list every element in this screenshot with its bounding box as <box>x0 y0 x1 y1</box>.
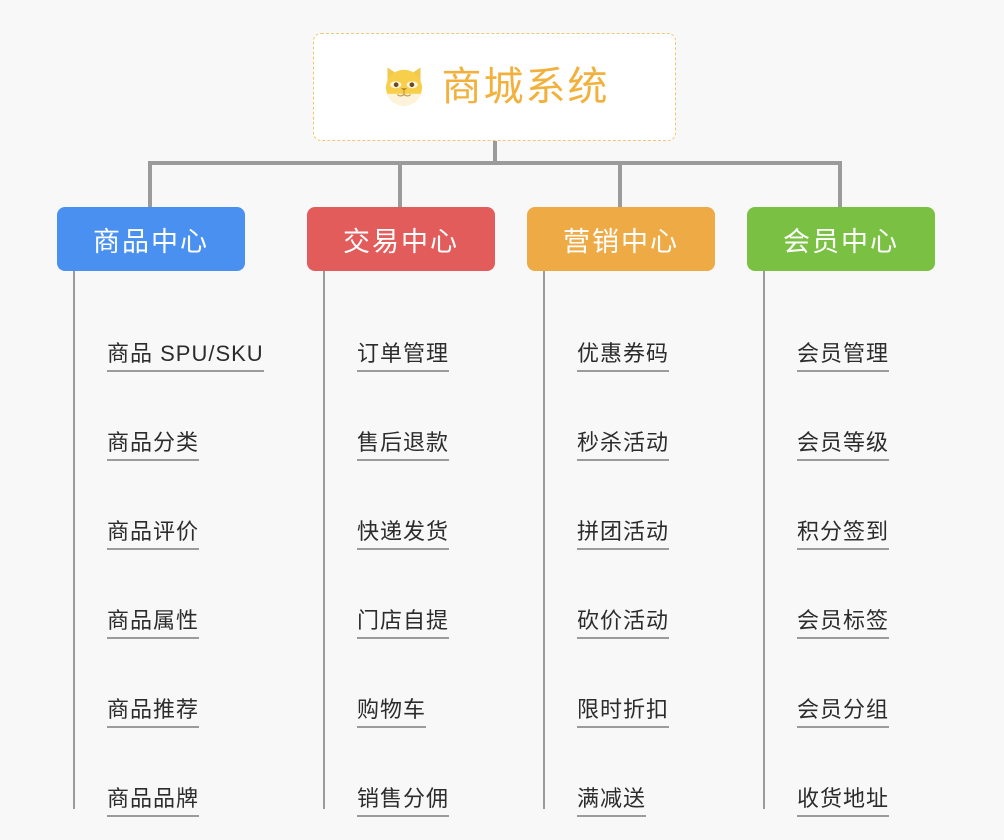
branch-spine-2 <box>323 271 325 809</box>
branch-column-3: 营销中心 优惠券码 秒杀活动 拼团活动 砍价活动 限时折扣 满减送 <box>527 207 747 817</box>
list-item-label: 商品推荐 <box>107 698 200 728</box>
branch-items-2: 订单管理 售后退款 快递发货 门店自提 购物车 销售分佣 <box>323 271 527 817</box>
branch-header-1[interactable]: 商品中心 <box>57 207 245 271</box>
branch-items-3: 优惠券码 秒杀活动 拼团活动 砍价活动 限时折扣 满减送 <box>543 271 747 817</box>
root-node[interactable]: 商城系统 <box>313 33 676 141</box>
list-item-label: 会员分组 <box>797 698 890 728</box>
root-title: 商城系统 <box>441 65 610 109</box>
list-item[interactable]: 会员标签 <box>763 550 967 639</box>
list-item[interactable]: 限时折扣 <box>543 639 747 728</box>
branch-items-1: 商品 SPU/SKU 商品分类 商品评价 商品属性 商品推荐 商品品牌 <box>73 271 277 817</box>
list-item-label: 限时折扣 <box>577 698 670 728</box>
list-item[interactable]: 销售分佣 <box>323 728 527 817</box>
list-item-label: 收货地址 <box>797 787 890 817</box>
list-item-label: 会员管理 <box>797 342 890 372</box>
branch-spine-4 <box>763 271 765 809</box>
list-item-label: 满减送 <box>577 787 647 817</box>
connector-drop-2 <box>398 161 402 209</box>
list-item[interactable]: 拼团活动 <box>543 461 747 550</box>
list-item[interactable]: 会员等级 <box>763 372 967 461</box>
list-item[interactable]: 优惠券码 <box>543 283 747 372</box>
list-item[interactable]: 商品推荐 <box>73 639 277 728</box>
list-item-label: 售后退款 <box>357 431 450 461</box>
branch-column-2: 交易中心 订单管理 售后退款 快递发货 门店自提 购物车 销售分佣 <box>307 207 527 817</box>
branch-header-4-label: 会员中心 <box>783 226 899 257</box>
branch-spine-1 <box>73 271 75 809</box>
branch-items-4: 会员管理 会员等级 积分签到 会员标签 会员分组 收货地址 <box>763 271 967 817</box>
connector-drop-4 <box>838 161 842 209</box>
list-item[interactable]: 快递发货 <box>323 461 527 550</box>
list-item[interactable]: 售后退款 <box>323 372 527 461</box>
branch-header-2-label: 交易中心 <box>343 226 459 257</box>
list-item[interactable]: 商品 SPU/SKU <box>73 283 277 372</box>
list-item-label: 会员标签 <box>797 609 890 639</box>
list-item[interactable]: 满减送 <box>543 728 747 817</box>
branch-header-3-label: 营销中心 <box>563 226 679 257</box>
list-item-label: 商品评价 <box>107 520 200 550</box>
branch-column-1: 商品中心 商品 SPU/SKU 商品分类 商品评价 商品属性 商品推荐 商品品牌 <box>57 207 277 817</box>
list-item-label: 快递发货 <box>357 520 450 550</box>
list-item-label: 积分签到 <box>797 520 890 550</box>
list-item[interactable]: 会员管理 <box>763 283 967 372</box>
list-item-label: 拼团活动 <box>577 520 670 550</box>
branch-header-1-label: 商品中心 <box>93 226 209 257</box>
list-item-label: 购物车 <box>357 698 427 728</box>
list-item[interactable]: 商品属性 <box>73 550 277 639</box>
list-item[interactable]: 商品评价 <box>73 461 277 550</box>
list-item[interactable]: 收货地址 <box>763 728 967 817</box>
list-item[interactable]: 砍价活动 <box>543 550 747 639</box>
list-item-label: 砍价活动 <box>577 609 670 639</box>
list-item-label: 会员等级 <box>797 431 890 461</box>
list-item-label: 优惠券码 <box>577 342 670 372</box>
list-item[interactable]: 门店自提 <box>323 550 527 639</box>
list-item-label: 销售分佣 <box>357 787 450 817</box>
list-item-label: 商品 SPU/SKU <box>107 342 264 372</box>
list-item-label: 商品分类 <box>107 431 200 461</box>
list-item[interactable]: 商品品牌 <box>73 728 277 817</box>
list-item[interactable]: 订单管理 <box>323 283 527 372</box>
connector-drop-1 <box>148 161 152 209</box>
branch-spine-3 <box>543 271 545 809</box>
connector-root-stem <box>493 141 497 165</box>
list-item[interactable]: 秒杀活动 <box>543 372 747 461</box>
list-item-label: 门店自提 <box>357 609 450 639</box>
shiba-dog-icon <box>385 67 422 106</box>
connector-drop-3 <box>618 161 622 209</box>
list-item-label: 订单管理 <box>357 342 450 372</box>
list-item[interactable]: 积分签到 <box>763 461 967 550</box>
branch-header-3[interactable]: 营销中心 <box>527 207 715 271</box>
branch-column-4: 会员中心 会员管理 会员等级 积分签到 会员标签 会员分组 收货地址 <box>747 207 967 817</box>
list-item[interactable]: 商品分类 <box>73 372 277 461</box>
branch-header-2[interactable]: 交易中心 <box>307 207 495 271</box>
list-item-label: 秒杀活动 <box>577 431 670 461</box>
list-item[interactable]: 购物车 <box>323 639 527 728</box>
list-item-label: 商品品牌 <box>107 787 200 817</box>
connector-horizontal-bus <box>148 161 842 165</box>
list-item-label: 商品属性 <box>107 609 200 639</box>
list-item[interactable]: 会员分组 <box>763 639 967 728</box>
branch-header-4[interactable]: 会员中心 <box>747 207 935 271</box>
